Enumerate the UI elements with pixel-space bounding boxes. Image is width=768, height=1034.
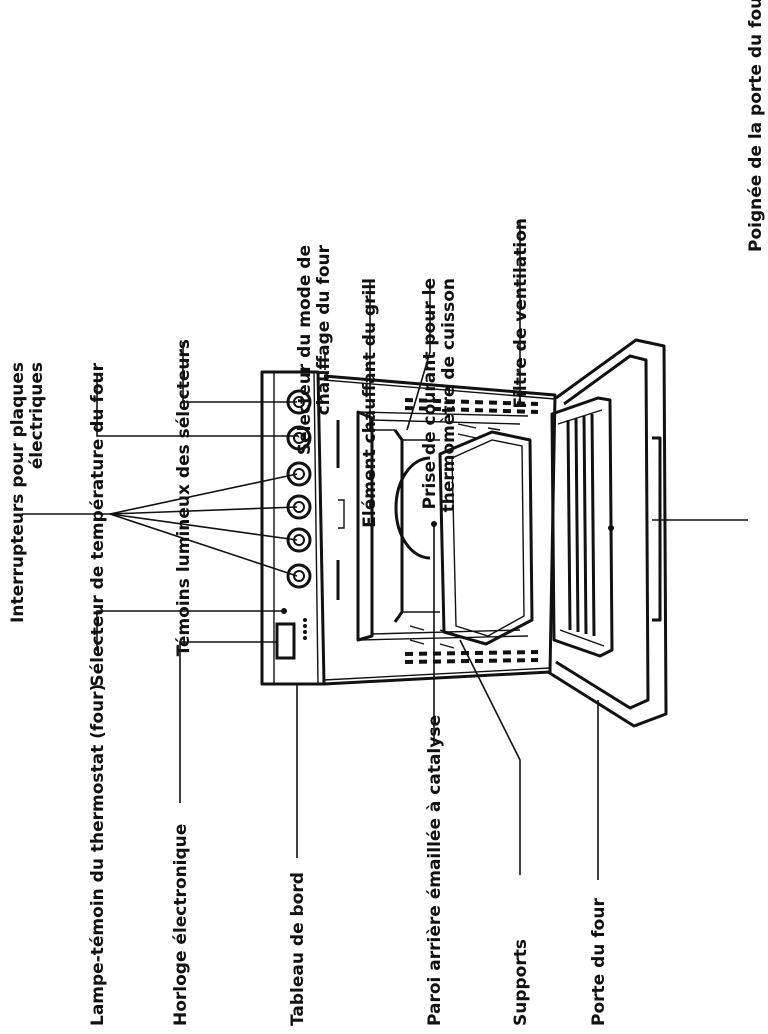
label-supports: Supports [511,939,531,1026]
label-porte-four: Porte du four [589,898,609,1026]
label-paroi-arriere: Paroi arrière émaillée à catalyse [425,715,445,1026]
leader-lines [22,222,748,880]
oven-illustration [260,338,668,728]
label-horloge: Horloge électronique [171,824,191,1026]
control-knob-icon[interactable] [286,527,312,553]
label-element-grill: Elément chauffant du grill [360,278,380,528]
label-selecteur-mode-cont: chauffage du four [314,244,334,415]
control-knob-icon[interactable] [286,461,312,487]
indicator-dots [303,618,307,640]
label-tableau-bord: Tableau de bord [288,872,308,1026]
labels: Interrupteurs pour plaques électriques S… [8,0,766,1026]
oven-door [547,338,668,728]
label-selecteur-mode: Sélecteur du mode de [295,245,315,455]
control-knob-icon[interactable] [286,563,312,589]
label-interrupteurs-cont: électriques [27,362,47,469]
control-panel [260,370,326,686]
label-lampe-temoin: Lampe-témoin du thermostat (four) [88,684,108,1026]
label-temoins-lumineux: Témoins lumineux des sélecteurs [174,339,194,656]
label-prise-courant: Prise de courant pour le [420,278,440,509]
label-prise-courant-cont: thermomètre de cuisson [439,278,459,512]
label-poignee-porte: Poignée de la porte du four [746,0,766,252]
label-filtre-ventilation: Filtre de ventilation [511,218,531,409]
indicator-light-icon [281,608,287,614]
label-interrupteurs: Interrupteurs pour plaques [8,362,28,623]
control-knob-icon[interactable] [286,425,312,451]
label-selecteur-temperature: Sélecteur de température du four [88,362,108,686]
clock-display-icon[interactable] [275,622,296,660]
oven-tray [438,430,534,646]
